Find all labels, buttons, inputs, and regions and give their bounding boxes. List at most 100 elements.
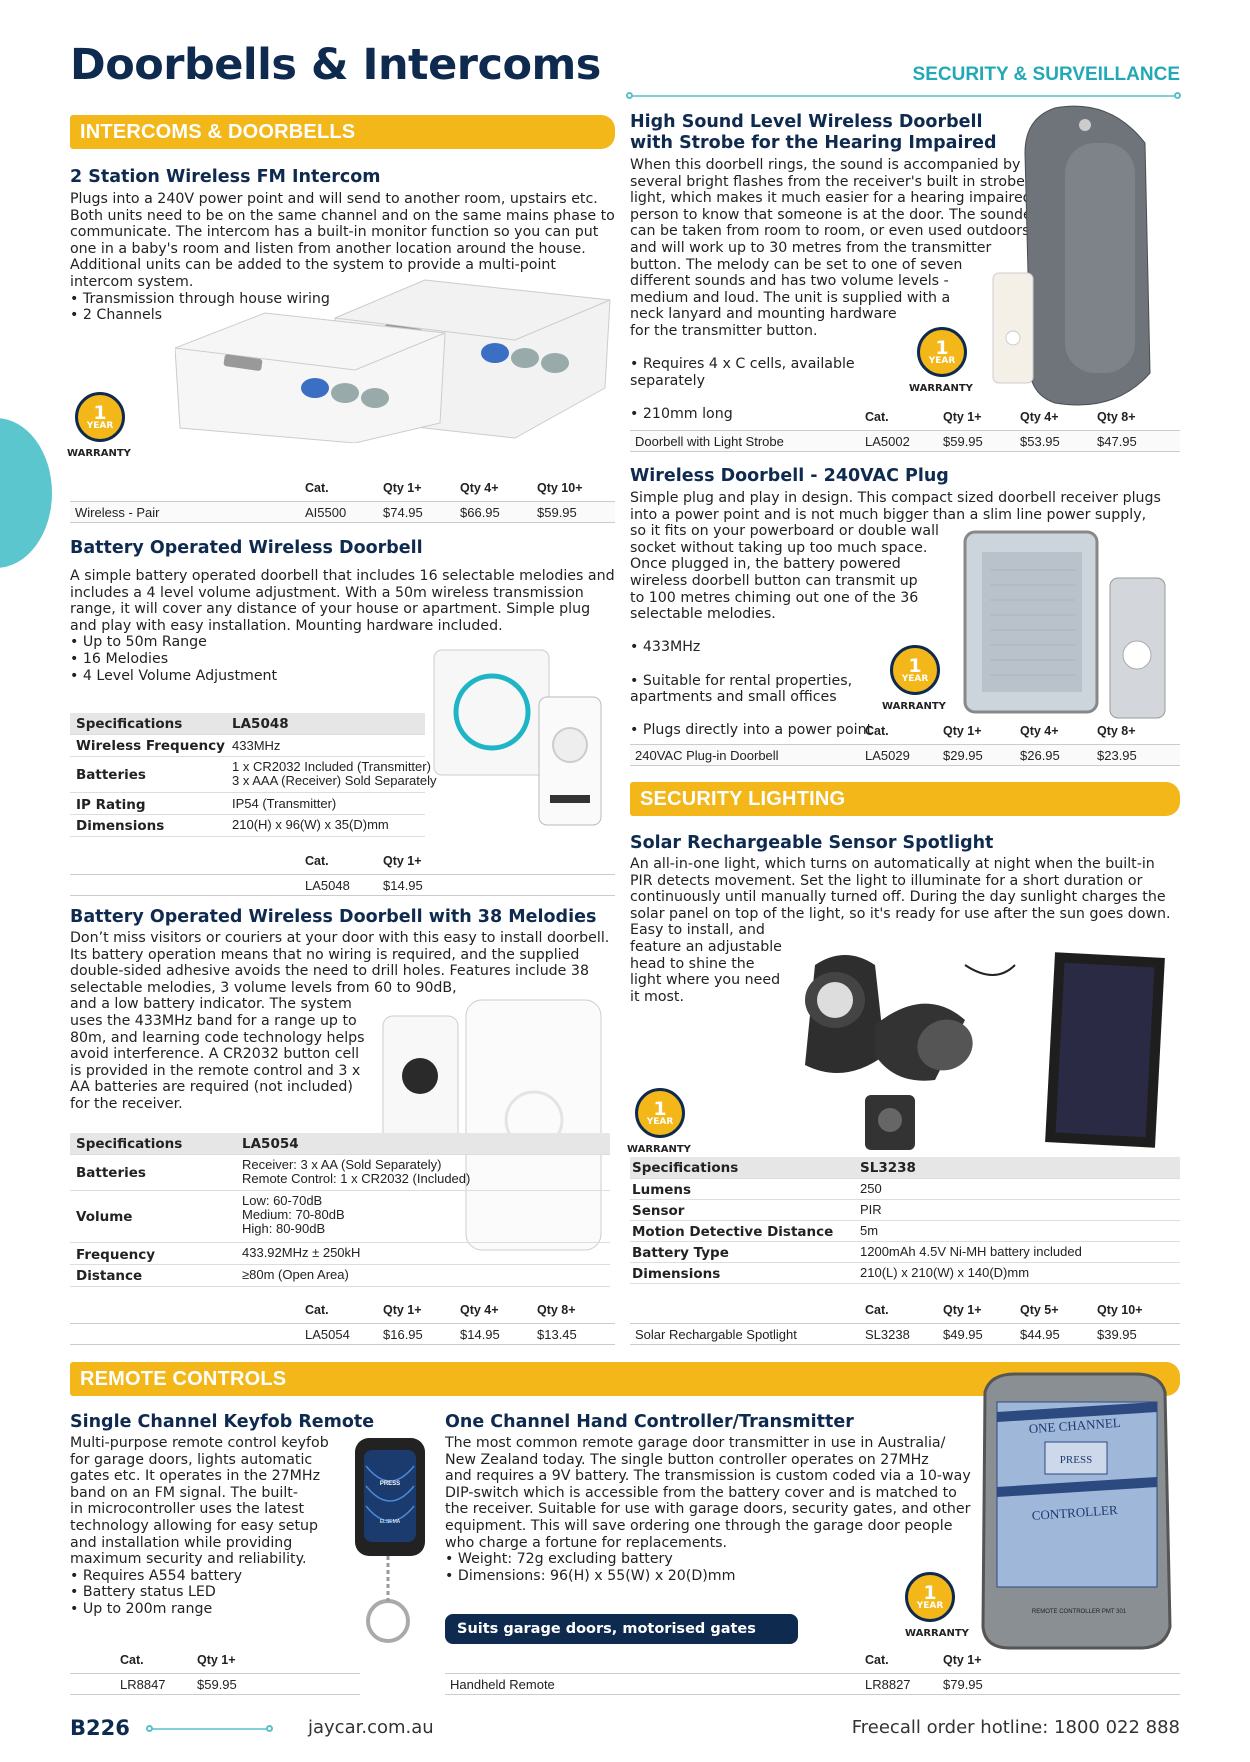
- product-title-keyfob: Single Channel Keyfob Remote: [70, 1412, 375, 1432]
- page-number: B226: [70, 1716, 130, 1740]
- bullet: Requires A554 battery: [70, 1568, 350, 1585]
- table-row: LA5048$14.95: [70, 874, 615, 896]
- bullet: Suitable for rental properties, apartmen…: [630, 673, 1180, 706]
- controller-model-label: REMOTE CONTROLLER PMT 301: [1032, 1609, 1127, 1615]
- rule-end-dot: [266, 1725, 273, 1732]
- decorative-teal-circle: [0, 418, 52, 568]
- hotline-text: Freecall order hotline: 1800 022 888: [851, 1717, 1180, 1738]
- fob-brand-label: ELSEMA: [380, 1519, 401, 1525]
- product-title-spotlight: Solar Rechargeable Sensor Spotlight: [630, 833, 994, 853]
- bullet: Plugs directly into a power point: [630, 722, 1180, 739]
- price-table-la5002: Cat.Qty 1+Qty 4+Qty 8+ Doorbell with Lig…: [630, 410, 1180, 454]
- spotlight-image: [805, 952, 1165, 1150]
- bullet: Up to 50m Range: [70, 634, 615, 651]
- banner-intercoms: INTERCOMS & DOORBELLS: [70, 115, 615, 149]
- bullet: 210mm long: [630, 406, 1050, 423]
- suits-garage-doors-callout: Suits garage doors, motorised gates etc.: [445, 1614, 798, 1667]
- section-label: SECURITY & SURVEILLANCE: [912, 64, 1180, 85]
- fob-press-label: PRESS: [380, 1481, 400, 1487]
- banner-security-lighting: SECURITY LIGHTING: [630, 782, 1180, 816]
- table-row: LR8847$59.95: [70, 1673, 360, 1695]
- controller-line2-label: CONTROLLER: [1031, 1502, 1118, 1523]
- battery-doorbell-image: [433, 649, 602, 826]
- price-table-la5048: Cat.Qty 1+ LA5048$14.95: [70, 854, 615, 898]
- controller-press-label: PRESS: [1060, 1454, 1092, 1466]
- product-desc-intercom: Plugs into a 240V power point and will s…: [70, 191, 615, 324]
- product-title-strobe-doorbell: High Sound Level Wireless Doorbell with …: [630, 112, 997, 153]
- rule-end-dot: [626, 92, 633, 99]
- strobe-doorbell-image: [992, 105, 1151, 406]
- header-rule: [630, 95, 1180, 97]
- website-link[interactable]: jaycar.com.au: [308, 1717, 434, 1738]
- rule-end-dot: [146, 1725, 153, 1732]
- price-table-la5029: Cat.Qty 1+Qty 4+Qty 8+ 240VAC Plug-in Do…: [630, 724, 1180, 768]
- product-title-38-melodies: Battery Operated Wireless Doorbell with …: [70, 907, 597, 927]
- bullet: Weight: 72g excluding battery: [445, 1551, 975, 1568]
- rule-end-dot: [1174, 92, 1181, 99]
- bullet: 2 Channels: [70, 307, 615, 324]
- product-desc-38-melodies: Don’t miss visitors or couriers at your …: [70, 930, 610, 1112]
- price-table-la5054: Cat.Qty 1+Qty 4+Qty 8+ LA5054$16.95$14.9…: [70, 1303, 615, 1347]
- product-desc-keyfob: Multi-purpose remote control keyfob for …: [70, 1435, 350, 1618]
- controller-line1-label: ONE CHANNEL: [1028, 1415, 1121, 1436]
- product-title-handheld: One Channel Hand Controller/Transmitter: [445, 1412, 854, 1432]
- 38-melody-doorbell-image: [382, 999, 602, 1251]
- hand-controller-image: ONE CHANNEL PRESS CONTROLLER REMOTE CONT…: [981, 1372, 1172, 1650]
- plug-doorbell-image: [963, 530, 1166, 719]
- bullet: Dimensions: 96(H) x 55(W) x 20(D)mm: [445, 1568, 975, 1585]
- product-desc-strobe-doorbell: When this doorbell rings, the sound is a…: [630, 157, 1050, 439]
- intercom-image: [175, 279, 611, 443]
- keyfob-image: PRESS ELSEMA: [355, 1438, 425, 1643]
- bullet: Requires 4 x C cells, available separate…: [630, 356, 1050, 389]
- page-title: Doorbells & Intercoms: [70, 40, 601, 90]
- bullet: 16 Melodies: [70, 651, 615, 668]
- footer-rule: [150, 1728, 270, 1730]
- bullet: Battery status LED: [70, 1584, 350, 1601]
- product-title-intercom: 2 Station Wireless FM Intercom: [70, 167, 381, 187]
- bullet: 4 Level Volume Adjustment: [70, 668, 615, 685]
- product-title-battery-doorbell: Battery Operated Wireless Doorbell: [70, 538, 423, 558]
- product-title-plug-doorbell: Wireless Doorbell - 240VAC Plug: [630, 466, 949, 486]
- bullet: Up to 200m range: [70, 1601, 350, 1618]
- price-table-sl3238: Cat.Qty 1+Qty 5+Qty 10+ Solar Rechargabl…: [630, 1303, 1180, 1347]
- product-desc-handheld: The most common remote garage door trans…: [445, 1435, 975, 1584]
- spec-row: Distance≥80m (Open Area): [70, 1265, 610, 1287]
- table-row: LA5054$16.95$14.95$13.45: [70, 1323, 615, 1345]
- product-desc-battery-doorbell: A simple battery operated doorbell that …: [70, 568, 615, 684]
- bullet: 433MHz: [630, 639, 1180, 656]
- product-desc-plug-doorbell: Simple plug and play in design. This com…: [630, 490, 1180, 756]
- product-desc-spotlight: An all-in-one light, which turns on auto…: [630, 856, 1171, 1005]
